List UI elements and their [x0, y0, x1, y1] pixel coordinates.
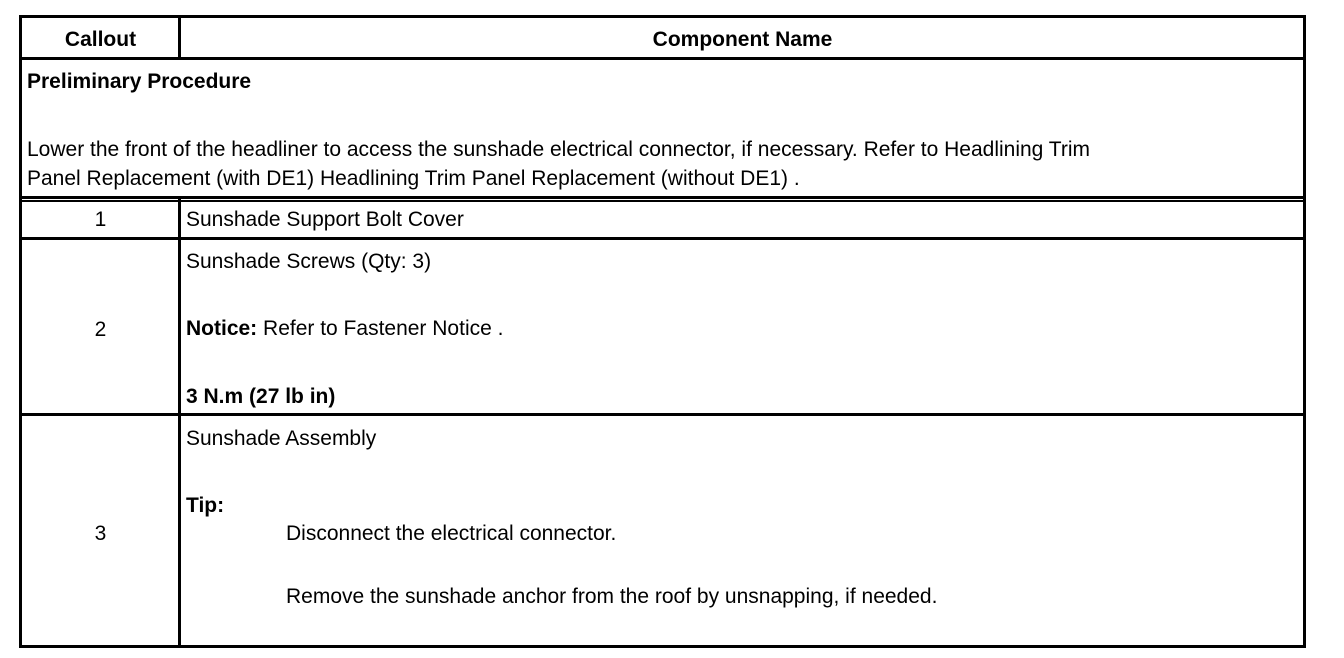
notice-text: Refer to Fastener Notice .	[257, 317, 504, 340]
row-3-tip-step-1: Disconnect the electrical connector.	[286, 522, 617, 545]
row-3-tip-step-2: Remove the sunshade anchor from the roof…	[286, 585, 938, 608]
row-1-callout: 1	[94, 208, 107, 231]
header-component-name: Component Name	[652, 28, 833, 51]
row-1-bottom-rule	[22, 237, 1303, 240]
row-3-tip-label: Tip:	[186, 494, 225, 517]
notice-label: Notice:	[186, 317, 258, 340]
row-2-component-name: Sunshade Screws (Qty: 3)	[186, 250, 432, 273]
preliminary-bottom-rule	[22, 196, 1303, 199]
preliminary-title: Preliminary Procedure	[27, 70, 252, 93]
header-callout: Callout	[64, 28, 137, 51]
header-column-divider	[178, 18, 181, 58]
body-column-divider	[178, 198, 181, 645]
preliminary-bottom-rule-2	[22, 200, 1303, 202]
row-3-component-name: Sunshade Assembly	[186, 427, 377, 450]
component-table: Callout Component Name Preliminary Proce…	[19, 15, 1306, 648]
row-2-bottom-rule	[22, 413, 1303, 416]
row-2-torque-spec: 3 N.m (27 lb in)	[186, 385, 336, 408]
header-bottom-rule	[22, 57, 1303, 60]
row-2-callout: 2	[94, 318, 107, 341]
preliminary-line-2: Panel Replacement (with DE1) Headlining …	[27, 167, 800, 190]
row-2-notice: Notice: Refer to Fastener Notice .	[186, 316, 503, 342]
row-3-callout: 3	[94, 522, 107, 545]
row-1-component-name: Sunshade Support Bolt Cover	[186, 208, 464, 231]
preliminary-line-1: Lower the front of the headliner to acce…	[27, 138, 1091, 161]
